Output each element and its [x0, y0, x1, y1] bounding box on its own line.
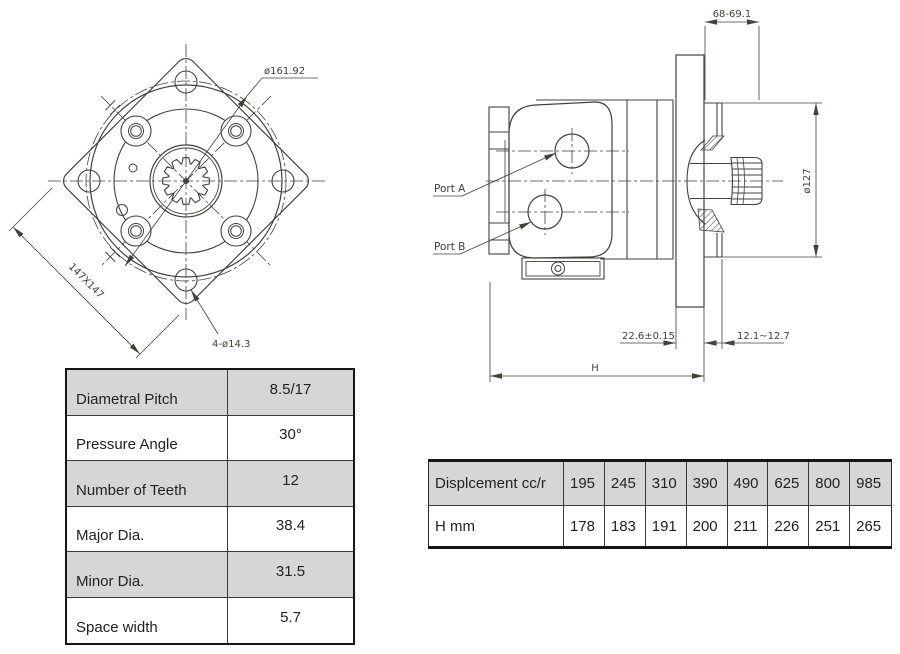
gear-spec-row-label: Pressure Angle — [67, 415, 228, 461]
port-a-label: Port A — [434, 183, 466, 195]
flange-plate — [675, 54, 705, 308]
gear-spec-row-value: 38.4 — [228, 507, 353, 552]
gear-spec-row-value: 30° — [228, 416, 353, 461]
port-leaders — [433, 152, 557, 255]
gear-spec-table: Diametral Pitch 8.5/17 Pressure Angle 30… — [65, 368, 355, 645]
displacement-value: 800 — [809, 462, 851, 506]
height-value: 178 — [564, 506, 605, 546]
port-b-label: Port B — [434, 241, 465, 253]
dim-holes-leader — [190, 289, 219, 335]
side-centerlines — [486, 128, 783, 235]
bolt-circle-centerline — [85, 80, 287, 282]
gear-spec-row-label: Diametral Pitch — [67, 370, 228, 416]
dim-square-label: 147X147 — [66, 261, 106, 301]
displacement-value: 390 — [686, 462, 728, 506]
height-value: 265 — [856, 517, 882, 535]
height-value: 251 — [809, 506, 851, 546]
height-value: 183 — [605, 506, 646, 546]
port-face-plate — [508, 101, 613, 259]
height-value: 226 — [768, 506, 810, 546]
dim-ring-width-label: 12.1~12.7 — [737, 331, 790, 342]
dim-pilot-diameter — [722, 102, 822, 258]
displacement-value: 985 — [850, 462, 891, 506]
gear-spec-row-label: Minor Dia. — [67, 552, 228, 598]
pin-hole-small — [128, 163, 138, 173]
displacement-table: Displcement cc/r 195 245 310 390 490 625… — [428, 459, 892, 549]
end-cap — [488, 106, 510, 255]
output-shaft — [690, 156, 763, 206]
height-row-label: H mm — [429, 506, 564, 546]
dim-pilot-diameter-label: ø127 — [802, 168, 813, 193]
port-b-circle — [527, 194, 563, 230]
gear-spec-row-label: Number of Teeth — [67, 461, 228, 507]
hatch-lower — [697, 208, 725, 233]
displacement-value: 245 — [604, 462, 646, 506]
dim-flange-thickness-label: 22.6±0.15 — [622, 331, 675, 342]
front-view: ø161.92 147X147 4-ø14.3 — [8, 44, 326, 359]
dim-bolt-circle-label: ø161.92 — [264, 66, 305, 77]
displacement-value: 310 — [645, 462, 687, 506]
dim-overall-length — [489, 282, 704, 382]
dim-overall-length-label: H — [591, 363, 599, 374]
height-value: 191 — [646, 506, 687, 546]
displacement-value: 195 — [564, 462, 605, 506]
displacement-value: 490 — [727, 462, 769, 506]
height-value: 211 — [728, 506, 769, 546]
gear-spec-row-label: Major Dia. — [67, 506, 228, 552]
corner-bolt-holes — [77, 70, 295, 292]
dim-shaft-length — [704, 19, 760, 100]
gear-spec-row-value: 31.5 — [228, 552, 353, 598]
dim-square — [8, 187, 180, 359]
port-a-circle — [554, 133, 590, 169]
dim-shaft-length-label: 68-69.1 — [713, 9, 752, 20]
mounting-bracket — [521, 257, 605, 280]
gear-spec-row-value: 12 — [228, 461, 353, 507]
side-view: 68-69.1 ø127 22.6±0.15 12.1~12.7 H — [433, 9, 822, 382]
dim-holes-label: 4-ø14.3 — [212, 339, 250, 350]
gear-spec-row-value: 5.7 — [280, 608, 301, 626]
displacement-value: 625 — [768, 462, 810, 506]
dim-flange-thickness — [620, 259, 784, 382]
height-value: 200 — [687, 506, 728, 546]
body-outer-circle — [89, 84, 283, 278]
pilot-ring — [704, 102, 723, 258]
hatch-upper — [700, 135, 725, 151]
dim-bolt-circle — [124, 77, 318, 267]
gear-spec-row-label: Space width — [67, 597, 228, 643]
hub-bell — [686, 139, 706, 225]
displacement-header-label: Displcement cc/r — [429, 462, 564, 506]
housing-body — [536, 99, 674, 260]
gear-spec-row-value: 8.5/17 — [228, 370, 353, 416]
